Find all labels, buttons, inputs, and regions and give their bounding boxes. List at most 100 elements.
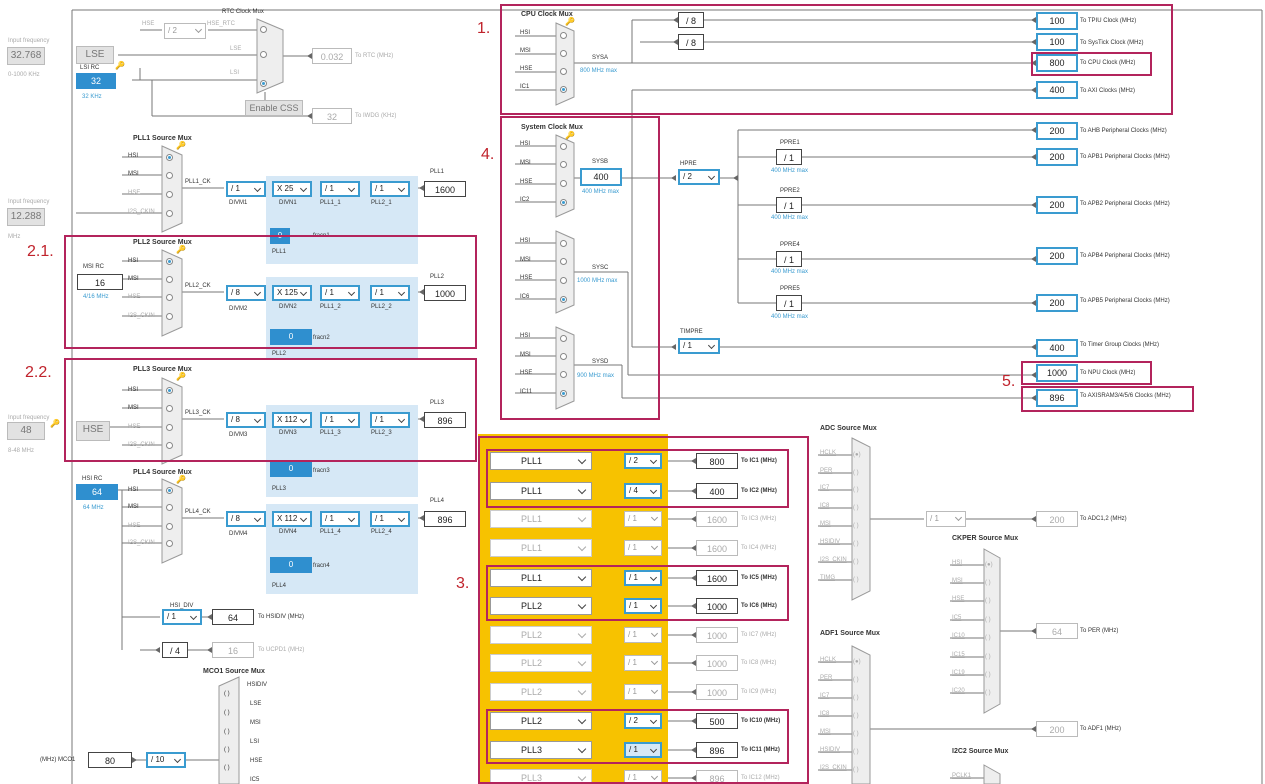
lse-frequency-input[interactable]: 32.768	[7, 47, 45, 65]
pll1-radio-hse[interactable]	[166, 191, 173, 198]
ic1-divider-select[interactable]: / 2	[624, 453, 662, 469]
msi-rc-select[interactable]: 16	[77, 274, 123, 290]
adf1-radio-3[interactable]: ( )	[853, 713, 859, 719]
sysb-mux[interactable]	[555, 134, 575, 218]
ic2-source-select[interactable]: PLL1	[490, 482, 592, 500]
pll4-radio-msi[interactable]	[166, 504, 173, 511]
pll3-radio-msi[interactable]	[166, 405, 173, 412]
pll2-radio-i2s[interactable]	[166, 313, 173, 320]
adc-radio-0[interactable]: (●)	[853, 452, 861, 458]
pll1-radio-msi[interactable]	[166, 172, 173, 179]
pll4-divm-select[interactable]: / 8	[226, 511, 266, 527]
ic2-divider-select[interactable]: / 4	[624, 483, 662, 499]
pll4-fracn-value[interactable]: 0	[270, 557, 312, 573]
mco1-radio-4[interactable]: ( )	[224, 765, 230, 771]
ic3-divider-select[interactable]: / 1	[624, 511, 662, 527]
ppre1-divider[interactable]: / 1	[776, 149, 802, 165]
pll1-p1-select[interactable]: / 1	[320, 181, 360, 197]
hsi-div-select[interactable]: / 1	[162, 609, 202, 625]
ic10-source-select[interactable]: PLL2	[490, 712, 592, 730]
pll1-radio-i2s[interactable]	[166, 210, 173, 217]
rtc-hse-divider[interactable]: / 2	[164, 23, 206, 39]
systick-divider[interactable]: / 8	[678, 34, 704, 50]
ic7-divider-select[interactable]: / 1	[624, 627, 662, 643]
ic4-divider-select[interactable]: / 1	[624, 540, 662, 556]
sysd-radio-hse[interactable]	[560, 371, 567, 378]
adf1-radio-6[interactable]: ( )	[853, 767, 859, 773]
pll4-divn-select[interactable]: X 112	[272, 511, 312, 527]
ppre5-divider[interactable]: / 1	[776, 295, 802, 311]
pll3-radio-hsi[interactable]	[166, 387, 173, 394]
ic5-divider-select[interactable]: / 1	[624, 570, 662, 586]
pll1-p2-select[interactable]: / 1	[370, 181, 410, 197]
hpre-select[interactable]: / 2	[678, 169, 720, 185]
ic6-divider-select[interactable]: / 1	[624, 598, 662, 614]
ic12-source-select[interactable]: PLL3	[490, 769, 592, 784]
ic11-source-select[interactable]: PLL3	[490, 741, 592, 759]
pll2-radio-msi[interactable]	[166, 276, 173, 283]
ckper-radio-0[interactable]: (●)	[985, 562, 993, 568]
adc-source-mux[interactable]	[851, 437, 871, 601]
ppre2-divider[interactable]: / 1	[776, 197, 802, 213]
pll4-p2-select[interactable]: / 1	[370, 511, 410, 527]
ic10-divider-select[interactable]: / 2	[624, 713, 662, 729]
adc-radio-5[interactable]: ( )	[853, 541, 859, 547]
ic12-divider-select[interactable]: / 1	[624, 770, 662, 784]
cpu-clock-mux[interactable]	[555, 22, 575, 106]
sysb-radio-ic2[interactable]	[560, 199, 567, 206]
ckper-radio-2[interactable]: ( )	[985, 598, 991, 604]
ucpd-divider[interactable]: / 4	[162, 642, 188, 658]
pll1-divm-select[interactable]: / 1	[226, 181, 266, 197]
sysd-radio-msi[interactable]	[560, 353, 567, 360]
ppre4-divider[interactable]: / 1	[776, 251, 802, 267]
pll4-radio-i2s[interactable]	[166, 540, 173, 547]
sysd-radio-hsi[interactable]	[560, 335, 567, 342]
mco1-source-mux[interactable]	[218, 676, 240, 784]
ckper-radio-5[interactable]: ( )	[985, 654, 991, 660]
ckper-radio-1[interactable]: ( )	[985, 580, 991, 586]
enable-css-button[interactable]: Enable CSS	[245, 100, 303, 116]
pll2-radio-hse[interactable]	[166, 294, 173, 301]
mco1-radio-0[interactable]: ( )	[224, 691, 230, 697]
sysb-radio-hsi[interactable]	[560, 143, 567, 150]
ic8-divider-select[interactable]: / 1	[624, 655, 662, 671]
pll4-radio-hse[interactable]	[166, 523, 173, 530]
ckper-source-mux[interactable]	[983, 548, 1001, 714]
adc-radio-6[interactable]: ( )	[853, 559, 859, 565]
mco1-radio-2[interactable]: ( )	[224, 729, 230, 735]
sysc-mux[interactable]	[555, 230, 575, 314]
pll2-radio-hsi[interactable]	[166, 258, 173, 265]
pll1-divn-select[interactable]: X 25	[272, 181, 312, 197]
pll3-radio-hse[interactable]	[166, 424, 173, 431]
pll2-divn-select[interactable]: X 125	[272, 285, 312, 301]
ic1-source-select[interactable]: PLL1	[490, 452, 592, 470]
sysc-radio-ic6[interactable]	[560, 296, 567, 303]
adc-radio-7[interactable]: ( )	[853, 577, 859, 583]
ckper-radio-7[interactable]: ( )	[985, 690, 991, 696]
rtc-radio-hse[interactable]	[260, 26, 267, 33]
sysc-radio-hse[interactable]	[560, 277, 567, 284]
pll4-p1-select[interactable]: / 1	[320, 511, 360, 527]
ckper-radio-6[interactable]: ( )	[985, 672, 991, 678]
pll2-divm-select[interactable]: / 8	[226, 285, 266, 301]
mco1-radio-1[interactable]: ( )	[224, 710, 230, 716]
cpu-radio-ic1[interactable]	[560, 86, 567, 93]
hse-frequency-input[interactable]: 48	[7, 422, 45, 440]
pll2-p1-select[interactable]: / 1	[320, 285, 360, 301]
pll2-p2-select[interactable]: / 1	[370, 285, 410, 301]
ckper-radio-4[interactable]: ( )	[985, 635, 991, 641]
adc-divider-select[interactable]: / 1	[926, 511, 966, 527]
cpu-radio-hse[interactable]	[560, 68, 567, 75]
sysb-radio-hse[interactable]	[560, 180, 567, 187]
pll3-p1-select[interactable]: / 1	[320, 412, 360, 428]
ic5-source-select[interactable]: PLL1	[490, 569, 592, 587]
lse-oscillator[interactable]: LSE	[76, 46, 114, 64]
i2s-frequency-input[interactable]: 12.288	[7, 208, 45, 226]
pll3-divm-select[interactable]: / 8	[226, 412, 266, 428]
tpiu-divider[interactable]: / 8	[678, 12, 704, 28]
ic6-source-select[interactable]: PLL2	[490, 597, 592, 615]
adf1-radio-1[interactable]: ( )	[853, 677, 859, 683]
cpu-radio-msi[interactable]	[560, 50, 567, 57]
pll3-fracn-value[interactable]: 0	[270, 461, 312, 477]
ic4-source-select[interactable]: PLL1	[490, 539, 592, 557]
